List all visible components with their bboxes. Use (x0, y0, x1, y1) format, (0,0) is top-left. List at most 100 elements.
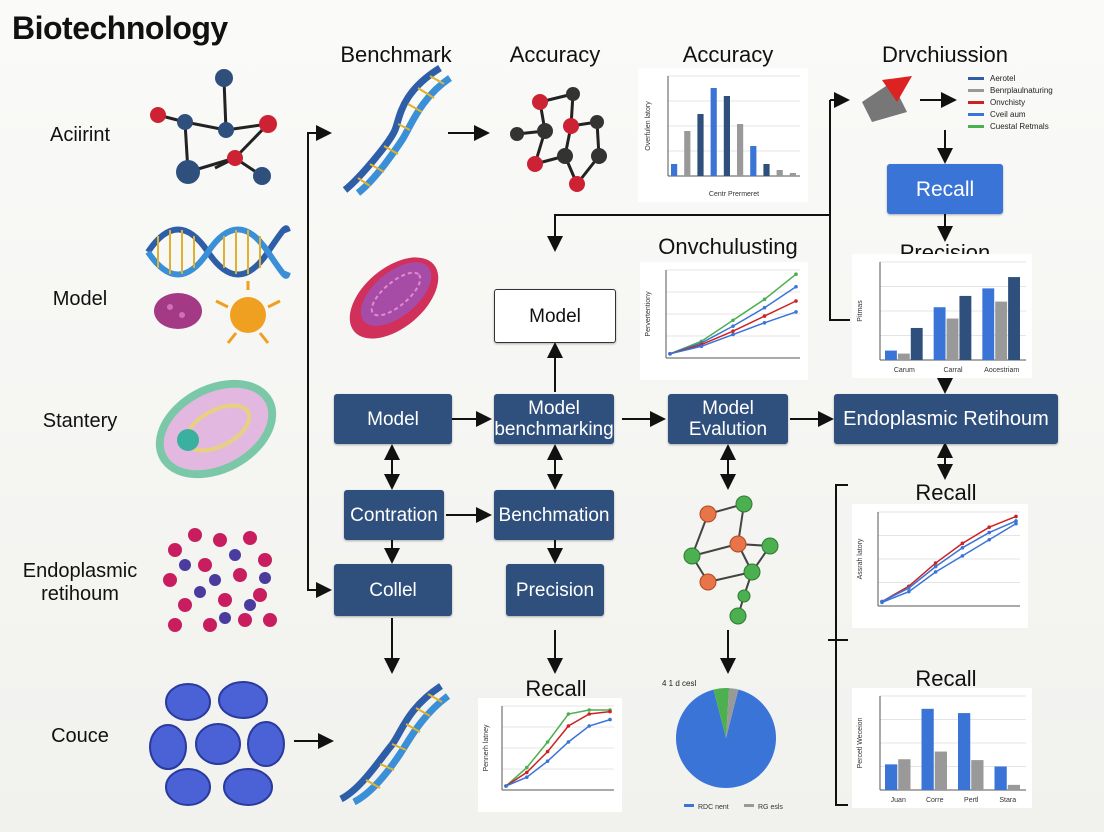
category-label: Juan (891, 797, 906, 804)
benchmation-box[interactable]: Benchmation (494, 490, 614, 540)
legend-swatch (968, 124, 984, 128)
endoplasmic-retihoum-box[interactable]: Endoplasmic Retihoum (834, 394, 1058, 444)
bar (750, 146, 757, 176)
pie-slice (713, 688, 730, 738)
category-label: Carral (943, 367, 963, 374)
series-point (1014, 514, 1018, 519)
series-point (794, 299, 798, 303)
bar (995, 301, 1008, 360)
series-point (587, 724, 591, 728)
pie-legend-swatch (744, 804, 754, 807)
left-label-2: Model (52, 288, 108, 310)
series-line (505, 718, 611, 787)
y-axis-label: Overfulen latory (645, 101, 652, 151)
legend-label: Cveil aum (990, 109, 1026, 119)
recall-box-top[interactable]: Recall (887, 164, 1003, 214)
series-line (881, 522, 1017, 604)
precision-box[interactable]: Precision (506, 564, 604, 616)
bar (723, 96, 730, 176)
onvchulusting-line-chart: Pervertentiony (640, 262, 808, 380)
pie-slice (676, 689, 776, 788)
series-point (566, 740, 571, 744)
legend-entry: Onvchisty (968, 96, 1098, 108)
series-point (608, 717, 612, 722)
bar (776, 170, 783, 176)
bar (897, 353, 910, 360)
legend-swatch (968, 88, 984, 92)
category-label: Corre (926, 797, 944, 804)
contration-box[interactable]: Contration (344, 490, 444, 540)
bar (971, 760, 984, 790)
series-point (504, 784, 508, 788)
series-point (731, 324, 735, 328)
series-point (960, 546, 965, 550)
bar (885, 350, 897, 360)
bar (982, 288, 995, 360)
y-axis-label: Pennerh latney (483, 724, 490, 772)
header-recall-mid: Recall (915, 480, 977, 505)
series-point (1014, 519, 1018, 523)
category-label: Stara (999, 797, 1016, 804)
cone-illustration (862, 76, 912, 122)
legend-swatch (968, 112, 984, 116)
header-accuracy-1: Accuracy (509, 42, 601, 67)
bar (933, 307, 946, 360)
model-white-box[interactable]: Model (494, 289, 616, 343)
series-point (762, 305, 767, 310)
bar (994, 766, 1007, 790)
pie-legend-swatch (684, 804, 694, 807)
model-evalution-box[interactable]: Model Evalution (668, 394, 788, 444)
network-graph-illustration (683, 495, 779, 625)
cluster-cells-illustration (149, 681, 285, 806)
legend-entry: Benrplaulnaturing (968, 84, 1098, 96)
y-axis-label: Pervertentiony (645, 291, 652, 337)
series-point (933, 564, 938, 569)
legend-swatch (968, 100, 984, 104)
series-point (525, 775, 529, 779)
particle-cluster-illustration (163, 528, 277, 632)
bar (1007, 784, 1020, 790)
series-point (933, 570, 938, 574)
y-axis-label: Pitmas (857, 300, 864, 322)
series-point (987, 525, 991, 530)
series-point (794, 310, 798, 314)
series-point (731, 318, 735, 323)
mitochondria-illustration (349, 257, 439, 339)
series-line (505, 710, 611, 787)
left-label-3: Stantery (42, 410, 118, 432)
series-line (505, 709, 610, 787)
bar (710, 88, 717, 176)
legend-label: Benrplaulnaturing (990, 85, 1053, 95)
header-drvchiussion: Drvchiussion (882, 42, 1008, 67)
legend-entry: Cveil aum (968, 108, 1098, 120)
bar (946, 318, 959, 360)
cell-blob-illustration (154, 281, 281, 344)
collel-box[interactable]: Collel (334, 564, 452, 616)
bar (671, 164, 678, 176)
series-point (545, 749, 550, 754)
left-label-5: Couce (51, 725, 109, 747)
series-point (587, 712, 591, 716)
bar (885, 764, 898, 790)
series-point (960, 554, 965, 558)
legend-entry: Aerotel (968, 72, 1098, 84)
bar (763, 164, 770, 176)
left-label-4: Endoplasmic retihoum (22, 560, 138, 605)
series-point (608, 709, 612, 714)
series-point (545, 740, 550, 744)
pie-label: 4 1 d cesl (662, 679, 696, 688)
series-point (525, 770, 529, 775)
bar (1008, 277, 1020, 360)
series-point (731, 332, 735, 337)
model-benchmarking-box[interactable]: Model benchmarking (494, 394, 614, 444)
y-axis-label: Assrah latory (857, 538, 864, 579)
dna-helix-bottom-illustration (339, 683, 451, 806)
legend-label: Aerotel (990, 73, 1016, 83)
model-box[interactable]: Model (334, 394, 452, 444)
series-point (545, 759, 550, 763)
